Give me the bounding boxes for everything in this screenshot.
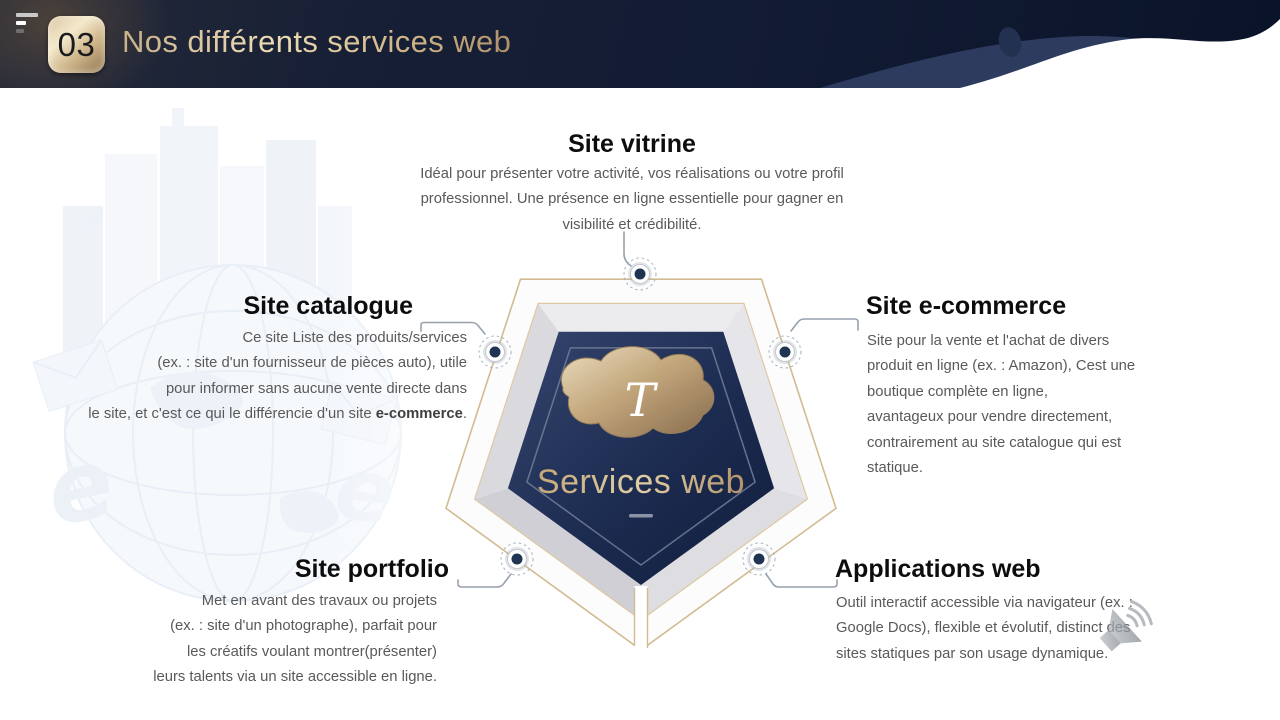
pentagon-bevel-facets <box>474 303 808 620</box>
header-dot-ellipse <box>998 27 1022 57</box>
connector-line-catalogue <box>420 321 486 335</box>
site-portfolio-title: Site portfolio <box>294 555 449 583</box>
connector-line-vitrine <box>623 231 632 267</box>
speaker-icon[interactable] <box>1088 590 1168 665</box>
section-number-badge: 03 <box>48 16 105 73</box>
site-vitrine-description: Idéal pour présenter votre activité, vos… <box>420 166 844 233</box>
menu-lines-icon <box>16 13 40 39</box>
site-catalogue-title: Site catalogue <box>243 292 414 320</box>
connector-line-ecommerce <box>790 318 859 332</box>
connector-line-portfolio <box>457 573 512 588</box>
site-portfolio-description: Met en avant des travaux ou projets (ex.… <box>153 593 437 686</box>
header-white-wave <box>960 19 1280 88</box>
pentagon-mid-gold-line <box>473 302 809 621</box>
site-ecommerce-title: Site e-commerce <box>866 292 1067 320</box>
applications-web-description: Outil interactif accessible via navigate… <box>836 595 1133 662</box>
connector-dot-vitrine <box>623 257 657 291</box>
diagram-center-title: Services web <box>537 463 745 501</box>
catalogue-bold-ecommerce: e-commerce <box>375 406 463 423</box>
catalogue-text-end: . <box>462 406 467 423</box>
globe-illustration <box>64 264 402 602</box>
connector-dots <box>478 257 802 576</box>
site-vitrine-title: Site vitrine <box>568 130 696 158</box>
connector-line-applications <box>765 573 838 588</box>
pentagon-inner-line <box>526 347 756 566</box>
site-catalogue-description: Ce site Liste des produits/services (ex.… <box>27 326 467 428</box>
header-wave-decoration <box>820 19 1280 88</box>
pentagon-bottom-gap <box>634 586 648 666</box>
site-ecommerce-description: Site pour la vente et l'achat de divers … <box>867 333 1136 477</box>
connector-dot-applications <box>742 542 776 576</box>
connector-dot-portfolio <box>500 542 534 576</box>
logo-letter: T <box>625 373 659 427</box>
page-title: Nos différents services web <box>122 24 512 59</box>
background-watermark-illustration: e e <box>32 88 500 668</box>
applications-web-title: Applications web <box>835 555 1041 583</box>
catalogue-text: Ce site Liste des produits/services (ex.… <box>88 330 467 423</box>
slide-header: 03 Nos différents services web <box>0 0 1280 88</box>
connector-lines <box>420 231 859 588</box>
section-number: 03 <box>57 25 96 63</box>
pentagon-services-diagram: T Services web <box>420 231 859 666</box>
connector-dot-catalogue <box>478 335 512 369</box>
center-dash <box>629 514 653 518</box>
connector-dot-ecommerce <box>768 335 802 369</box>
gold-swoosh-logo: T <box>560 346 715 438</box>
